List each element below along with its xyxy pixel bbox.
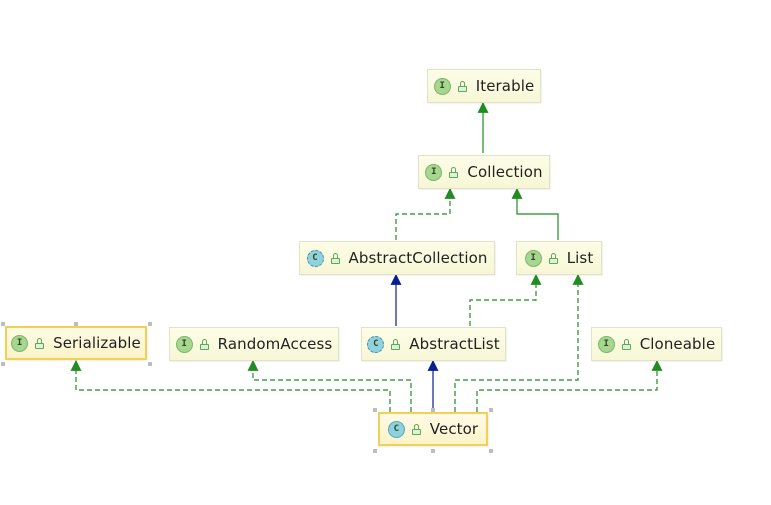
node-label: Vector (429, 420, 479, 438)
node-label: Collection (467, 163, 543, 181)
abstract-class-icon: C (306, 249, 324, 267)
selection-handle[interactable] (373, 449, 377, 453)
node-abstract-list[interactable]: C AbstractList (361, 327, 506, 361)
node-collection[interactable]: I Collection (418, 155, 550, 189)
edge-list-collection (511, 187, 559, 240)
node-list[interactable]: I List (516, 241, 602, 275)
interface-icon: I (11, 334, 29, 352)
abstract-class-icon: C (367, 335, 385, 353)
edge-vector-randomaccess (247, 359, 412, 412)
selection-handle[interactable] (1, 362, 5, 366)
public-lock-icon (448, 166, 459, 178)
edge-vector-serializable (70, 359, 391, 412)
public-lock-icon (457, 80, 468, 92)
selection-handle[interactable] (1, 322, 5, 326)
class-icon: C (387, 420, 405, 438)
node-label: AbstractList (409, 335, 500, 353)
selection-handle[interactable] (148, 362, 152, 366)
node-random-access[interactable]: I RandomAccess (169, 327, 339, 361)
interface-icon: I (524, 249, 542, 267)
node-abstract-collection[interactable]: C AbstractCollection (299, 241, 495, 275)
public-lock-icon (199, 338, 210, 350)
public-lock-icon (34, 337, 45, 349)
node-serializable[interactable]: I Serializable (5, 326, 147, 360)
interface-icon: I (175, 335, 193, 353)
selection-handle[interactable] (489, 408, 493, 412)
node-vector[interactable]: C Vector (378, 412, 488, 446)
public-lock-icon (621, 338, 632, 350)
node-label: RandomAccess (217, 335, 333, 353)
public-lock-icon (411, 423, 422, 435)
interface-icon: I (425, 163, 443, 181)
selection-handle[interactable] (431, 449, 435, 453)
public-lock-icon (390, 338, 401, 350)
node-label: Cloneable (639, 335, 716, 353)
selection-handle[interactable] (373, 408, 377, 412)
node-label: Iterable (475, 77, 535, 95)
selection-handle[interactable] (489, 449, 493, 453)
selection-handle[interactable] (148, 322, 152, 326)
edge-abstractcollection-collection (395, 187, 456, 240)
selection-handle[interactable] (74, 322, 78, 326)
interface-icon: I (597, 335, 615, 353)
edge-vector-cloneable (476, 359, 663, 412)
node-label: List (566, 249, 594, 267)
node-cloneable[interactable]: I Cloneable (591, 327, 722, 361)
edge-vector-list (454, 273, 584, 412)
node-label: AbstractCollection (348, 249, 488, 267)
edge-abstractlist-list (469, 273, 542, 326)
public-lock-icon (330, 252, 341, 264)
node-iterable[interactable]: I Iterable (427, 69, 541, 103)
public-lock-icon (548, 252, 559, 264)
interface-icon: I (433, 77, 451, 95)
node-label: Serializable (53, 334, 141, 352)
selection-handle[interactable] (431, 408, 435, 412)
